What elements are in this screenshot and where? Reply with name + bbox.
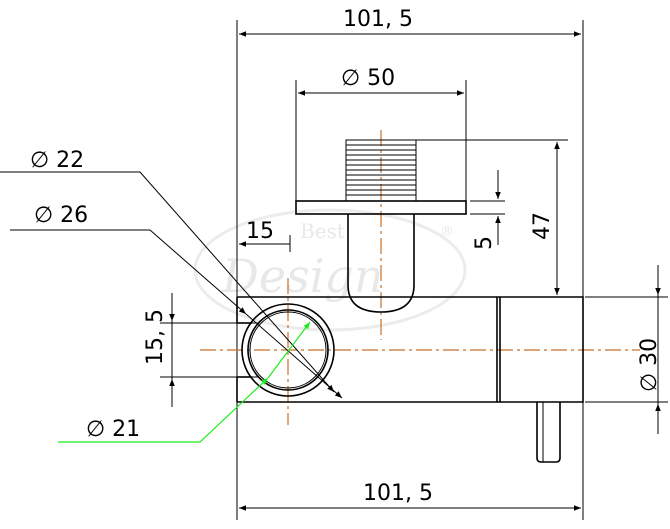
bottom-pin <box>536 402 561 463</box>
main-body <box>237 296 584 403</box>
dim-flange-diameter: ∅ 50 <box>341 66 395 91</box>
outer-bore-circle <box>241 303 335 397</box>
dim-pipe-diameter-21: ∅ 21 <box>86 417 140 442</box>
dim-bottom-width: 101, 5 <box>363 481 433 506</box>
watermark: Best Design ® <box>193 208 467 332</box>
watermark-text-design: Design <box>221 249 384 303</box>
threaded-stem <box>345 139 417 202</box>
dim-diameter-26: ∅ 26 <box>34 203 88 228</box>
dim-body-diameter-30: ∅ 30 <box>637 338 662 392</box>
dim-height-15-5: 15, 5 <box>143 309 168 365</box>
part-outline <box>236 200 584 463</box>
neck <box>347 214 415 313</box>
watermark-registered-mark: ® <box>440 224 454 240</box>
dim-offset-15: 15 <box>246 219 274 244</box>
inner-bore-circle <box>247 309 329 391</box>
dimension-lines <box>0 31 661 511</box>
pipe-circle <box>249 311 327 389</box>
watermark-text-best: Best <box>300 219 345 243</box>
dim-diameter-22: ∅ 22 <box>30 148 84 173</box>
dim-flange-thickness-5: 5 <box>472 236 497 250</box>
dim-top-width: 101, 5 <box>343 7 413 32</box>
pipe-diameter-leader <box>58 321 311 443</box>
dimension-labels: 101, 5 101, 5 ∅ 50 ∅ 22 ∅ 26 15 15, 5 5 … <box>30 7 662 506</box>
dim-height-47: 47 <box>530 212 555 240</box>
